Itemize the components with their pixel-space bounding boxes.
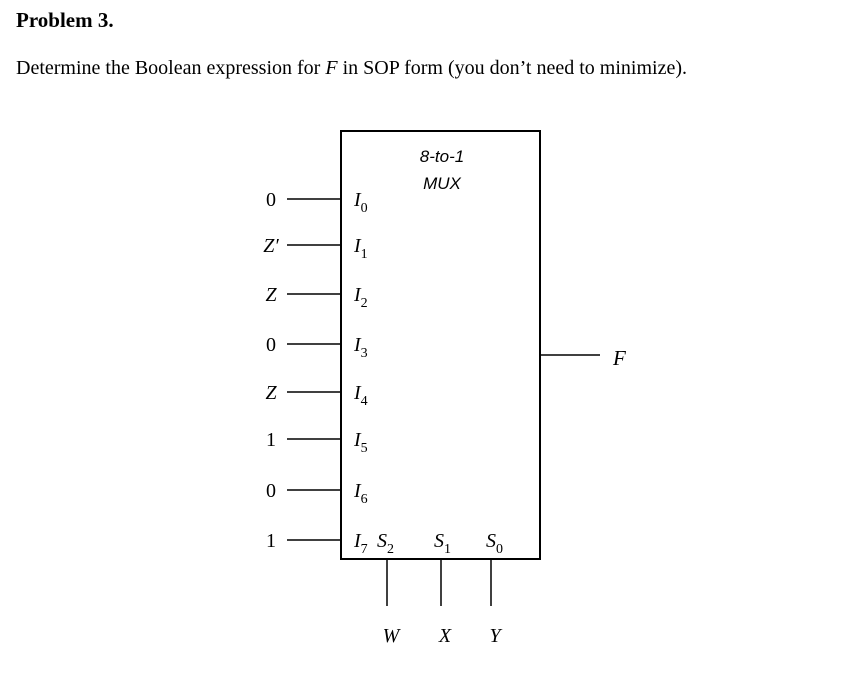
input-value-0: 0 bbox=[266, 189, 276, 211]
prompt-variable: F bbox=[325, 57, 338, 79]
output-label: F bbox=[612, 346, 626, 370]
select-label-s2: S2 bbox=[377, 530, 394, 557]
problem-heading: Problem 3. bbox=[16, 8, 114, 32]
input-label-i1: I1 bbox=[353, 235, 368, 262]
mux-title-line1: 8-to-1 bbox=[420, 147, 464, 166]
input-label-i5: I5 bbox=[353, 429, 368, 456]
input-label-i7: I7 bbox=[353, 530, 368, 557]
select-signal-x: X bbox=[438, 625, 452, 647]
select-label-s1: S1 bbox=[434, 530, 451, 557]
input-value-2: Z bbox=[265, 284, 277, 306]
input-label-i2: I2 bbox=[353, 284, 368, 311]
mux-title-line2: MUX bbox=[423, 174, 461, 193]
prompt-prefix: Determine the Boolean expression for bbox=[16, 57, 326, 79]
mux-selects: S2W S1X S0Y bbox=[377, 530, 503, 647]
input-value-5: 1 bbox=[266, 429, 276, 451]
prompt-suffix: in SOP form (you don’t need to minimize)… bbox=[337, 57, 687, 79]
select-label-s0: S0 bbox=[486, 530, 503, 557]
select-signal-y: Y bbox=[489, 625, 502, 647]
input-value-3: 0 bbox=[266, 334, 276, 356]
input-value-4: Z bbox=[265, 382, 277, 404]
select-signal-w: W bbox=[383, 625, 402, 647]
input-label-i6: I6 bbox=[353, 480, 368, 507]
input-value-6: 0 bbox=[266, 480, 276, 502]
input-label-i0: I0 bbox=[353, 189, 368, 216]
input-label-i4: I4 bbox=[353, 382, 368, 409]
input-value-1: Z′ bbox=[263, 235, 279, 257]
problem-prompt: Determine the Boolean expression for F i… bbox=[16, 57, 687, 80]
mux-body bbox=[340, 130, 541, 560]
input-value-7: 1 bbox=[266, 530, 276, 552]
input-label-i3: I3 bbox=[353, 334, 368, 361]
